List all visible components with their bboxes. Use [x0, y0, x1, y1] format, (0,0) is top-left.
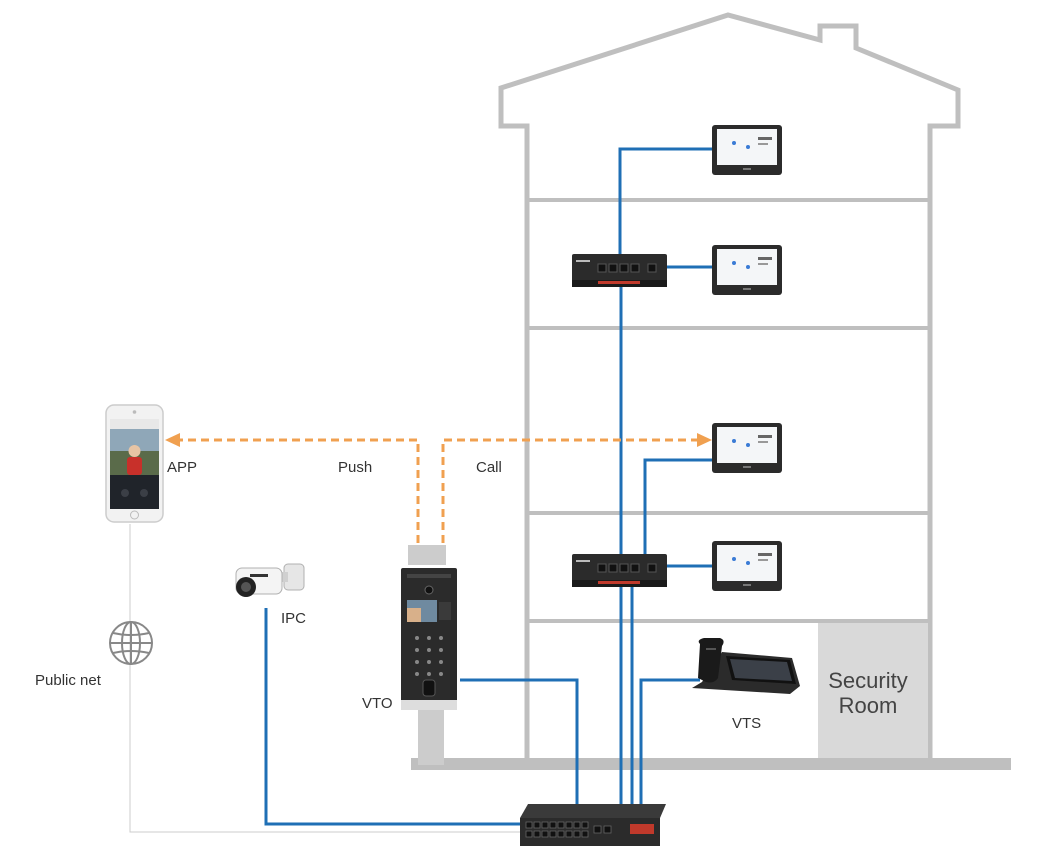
- indoor-monitor-icon: [712, 541, 782, 591]
- vto-mount-top: [408, 545, 446, 565]
- call-label: Call: [476, 459, 502, 476]
- indoor-monitor-1: [712, 125, 782, 175]
- security-room: [818, 623, 928, 758]
- indoor-monitor-icon: [712, 245, 782, 295]
- public-net-line: [129, 524, 522, 833]
- poe-switch-icon: [572, 554, 667, 587]
- indoor-monitor-icon: [712, 125, 782, 175]
- security-room-label-line1: Security: [828, 668, 907, 693]
- push-label: Push: [338, 459, 372, 476]
- push-path: [178, 438, 420, 543]
- poe-switch-icon: [520, 804, 666, 846]
- building: Security Room: [411, 12, 1011, 770]
- poe-switch-top: [572, 254, 667, 287]
- network-cables: [264, 147, 712, 826]
- bullet-camera-icon: [235, 563, 305, 597]
- cable-ipc: [264, 608, 520, 826]
- security-room-label-line2: Room: [839, 693, 898, 718]
- ipc-label: IPC: [281, 610, 306, 627]
- ground-line: [411, 758, 1011, 770]
- door-station-icon: [401, 568, 457, 710]
- cable-vto: [460, 678, 579, 812]
- cable-monitor-3: [643, 458, 712, 555]
- public-net-label: Public net: [35, 672, 102, 689]
- smartphone-icon: [105, 404, 164, 523]
- cable-vts: [639, 678, 700, 812]
- cable-monitor-top: [618, 147, 712, 254]
- app-label: APP: [167, 459, 197, 476]
- call-path: [441, 438, 700, 543]
- vts-master-station: [692, 638, 800, 694]
- vto-label: VTO: [362, 695, 393, 712]
- building-outline: [498, 12, 961, 758]
- wireless-paths: [178, 438, 700, 543]
- smartphone-app: [105, 404, 164, 523]
- push-arrowhead: [165, 433, 180, 447]
- vto-pole: [418, 705, 444, 765]
- vts-label: VTS: [732, 715, 761, 732]
- indoor-monitor-4: [712, 541, 782, 591]
- poe-switch-middle: [572, 554, 667, 587]
- ipc-camera: [235, 563, 305, 597]
- master-station-icon: [692, 638, 800, 694]
- indoor-monitor-2: [712, 245, 782, 295]
- vto-door-station: [401, 545, 457, 765]
- core-poe-switch: [520, 804, 666, 846]
- indoor-monitor-icon: [712, 423, 782, 473]
- indoor-monitor-3: [712, 423, 782, 473]
- globe-icon: [109, 621, 153, 665]
- call-arrowhead: [697, 433, 712, 447]
- poe-switch-icon: [572, 254, 667, 287]
